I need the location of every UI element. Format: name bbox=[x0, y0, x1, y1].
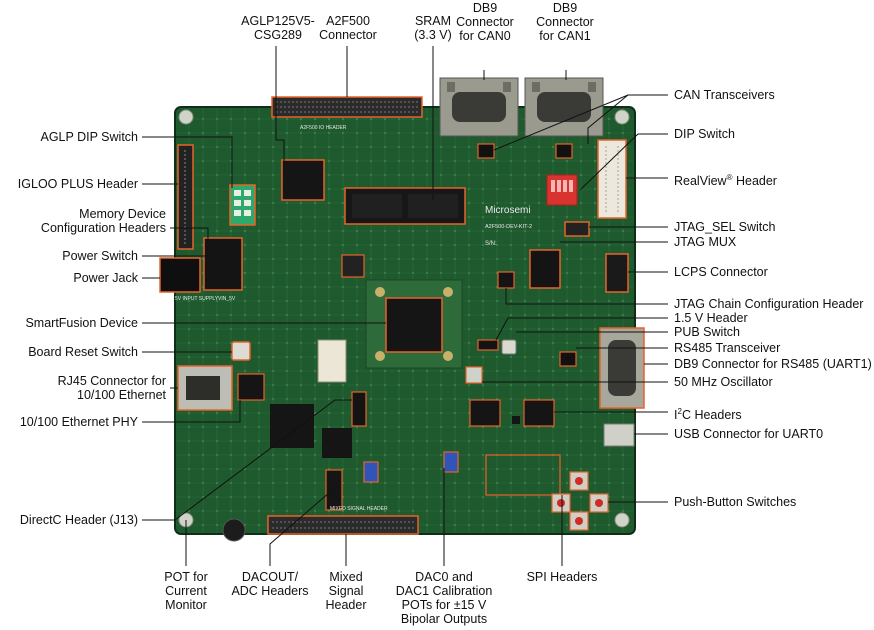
db9-can0 bbox=[439, 77, 519, 137]
label-smartfusion-device: SmartFusion Device bbox=[25, 316, 138, 330]
a2f-io-header-text: A2F500 IO HEADER bbox=[300, 125, 347, 131]
board-sn-text: S/N: bbox=[485, 241, 497, 247]
label-directc-header: DirectC Header (J13) bbox=[19, 513, 138, 527]
i2c-prefix: I bbox=[674, 408, 678, 423]
realview-suffix: Header bbox=[735, 174, 777, 189]
board-logo: Microsemi bbox=[485, 205, 531, 216]
label-can-transceivers: CAN Transceivers bbox=[674, 88, 775, 102]
label-usb-connector: USB Connector for UART0 bbox=[674, 427, 824, 441]
board-kit-text: A2F500-DEV-KIT-2 bbox=[485, 224, 532, 230]
label-jtag-mux: JTAG MUX bbox=[674, 235, 737, 249]
board-vin-text: VIN_5V bbox=[218, 296, 236, 302]
label-db9-rs485: DB9 Connector for RS485 (UART1) bbox=[674, 357, 872, 371]
label-db9-can1: DB9 Connector for CAN1 bbox=[536, 1, 594, 43]
label-dip-switch: DIP Switch bbox=[674, 127, 735, 141]
label-memory-config-headers: Memory Device Configuration Headers bbox=[40, 207, 166, 235]
label-ethernet-phy: 10/100 Ethernet PHY bbox=[19, 415, 138, 429]
label-power-jack: Power Jack bbox=[73, 271, 138, 285]
registered-mark: ® bbox=[726, 173, 733, 182]
realview-text: RealView bbox=[674, 174, 727, 189]
label-dac-calibration-pots: DAC0 and DAC1 Calibration POTs for ±15 V… bbox=[395, 570, 493, 626]
label-push-button-switches: Push-Button Switches bbox=[674, 495, 797, 509]
i2c-superscript: 2 bbox=[677, 407, 682, 416]
label-aglp-dip-switch: AGLP DIP Switch bbox=[40, 130, 139, 144]
board-input-text: 5V INPUT SUPPLY bbox=[175, 296, 219, 302]
label-a2f500-connector: A2F500 Connector bbox=[319, 14, 377, 42]
db9-can1 bbox=[524, 77, 604, 137]
label-i2c-headers: I2C Headers bbox=[674, 405, 742, 422]
label-pub-switch: PUB Switch bbox=[674, 325, 740, 339]
label-realview-header: RealView® Header bbox=[674, 171, 777, 188]
label-power-switch: Power Switch bbox=[62, 249, 138, 263]
label-board-reset-switch: Board Reset Switch bbox=[28, 345, 138, 359]
smartfusion-chip bbox=[385, 297, 443, 353]
i2c-suffix: C Headers bbox=[681, 408, 742, 423]
label-pot-current-monitor: POT for Current Monitor bbox=[164, 570, 208, 612]
label-50mhz-oscillator: 50 MHz Oscillator bbox=[674, 375, 773, 389]
label-sram: SRAM (3.3 V) bbox=[414, 14, 452, 42]
label-dacout-adc-headers: DACOUT/ ADC Headers bbox=[231, 570, 309, 598]
label-igloo-plus-header: IGLOO PLUS Header bbox=[17, 177, 138, 191]
label-mixed-signal-header: Mixed Signal Header bbox=[325, 570, 367, 612]
igloo-header bbox=[177, 144, 194, 250]
label-db9-can0: DB9 Connector for CAN0 bbox=[456, 1, 514, 43]
a2f500-connector bbox=[271, 96, 423, 118]
label-jtag-chain-header: JTAG Chain Configuration Header bbox=[674, 297, 864, 311]
label-jtag-sel-switch: JTAG_SEL Switch bbox=[674, 220, 776, 234]
label-1v5-header: 1.5 V Header bbox=[674, 311, 748, 325]
mixed-header-text: MIXED SIGNAL HEADER bbox=[330, 506, 388, 512]
label-rj45-connector: RJ45 Connector for 10/100 Ethernet bbox=[57, 374, 166, 402]
label-rs485-transceiver: RS485 Transceiver bbox=[674, 341, 781, 355]
label-spi-headers: SPI Headers bbox=[526, 570, 598, 584]
label-lcps-connector: LCPS Connector bbox=[674, 265, 768, 279]
label-aglp125: AGLP125V5- CSG289 bbox=[241, 14, 315, 42]
